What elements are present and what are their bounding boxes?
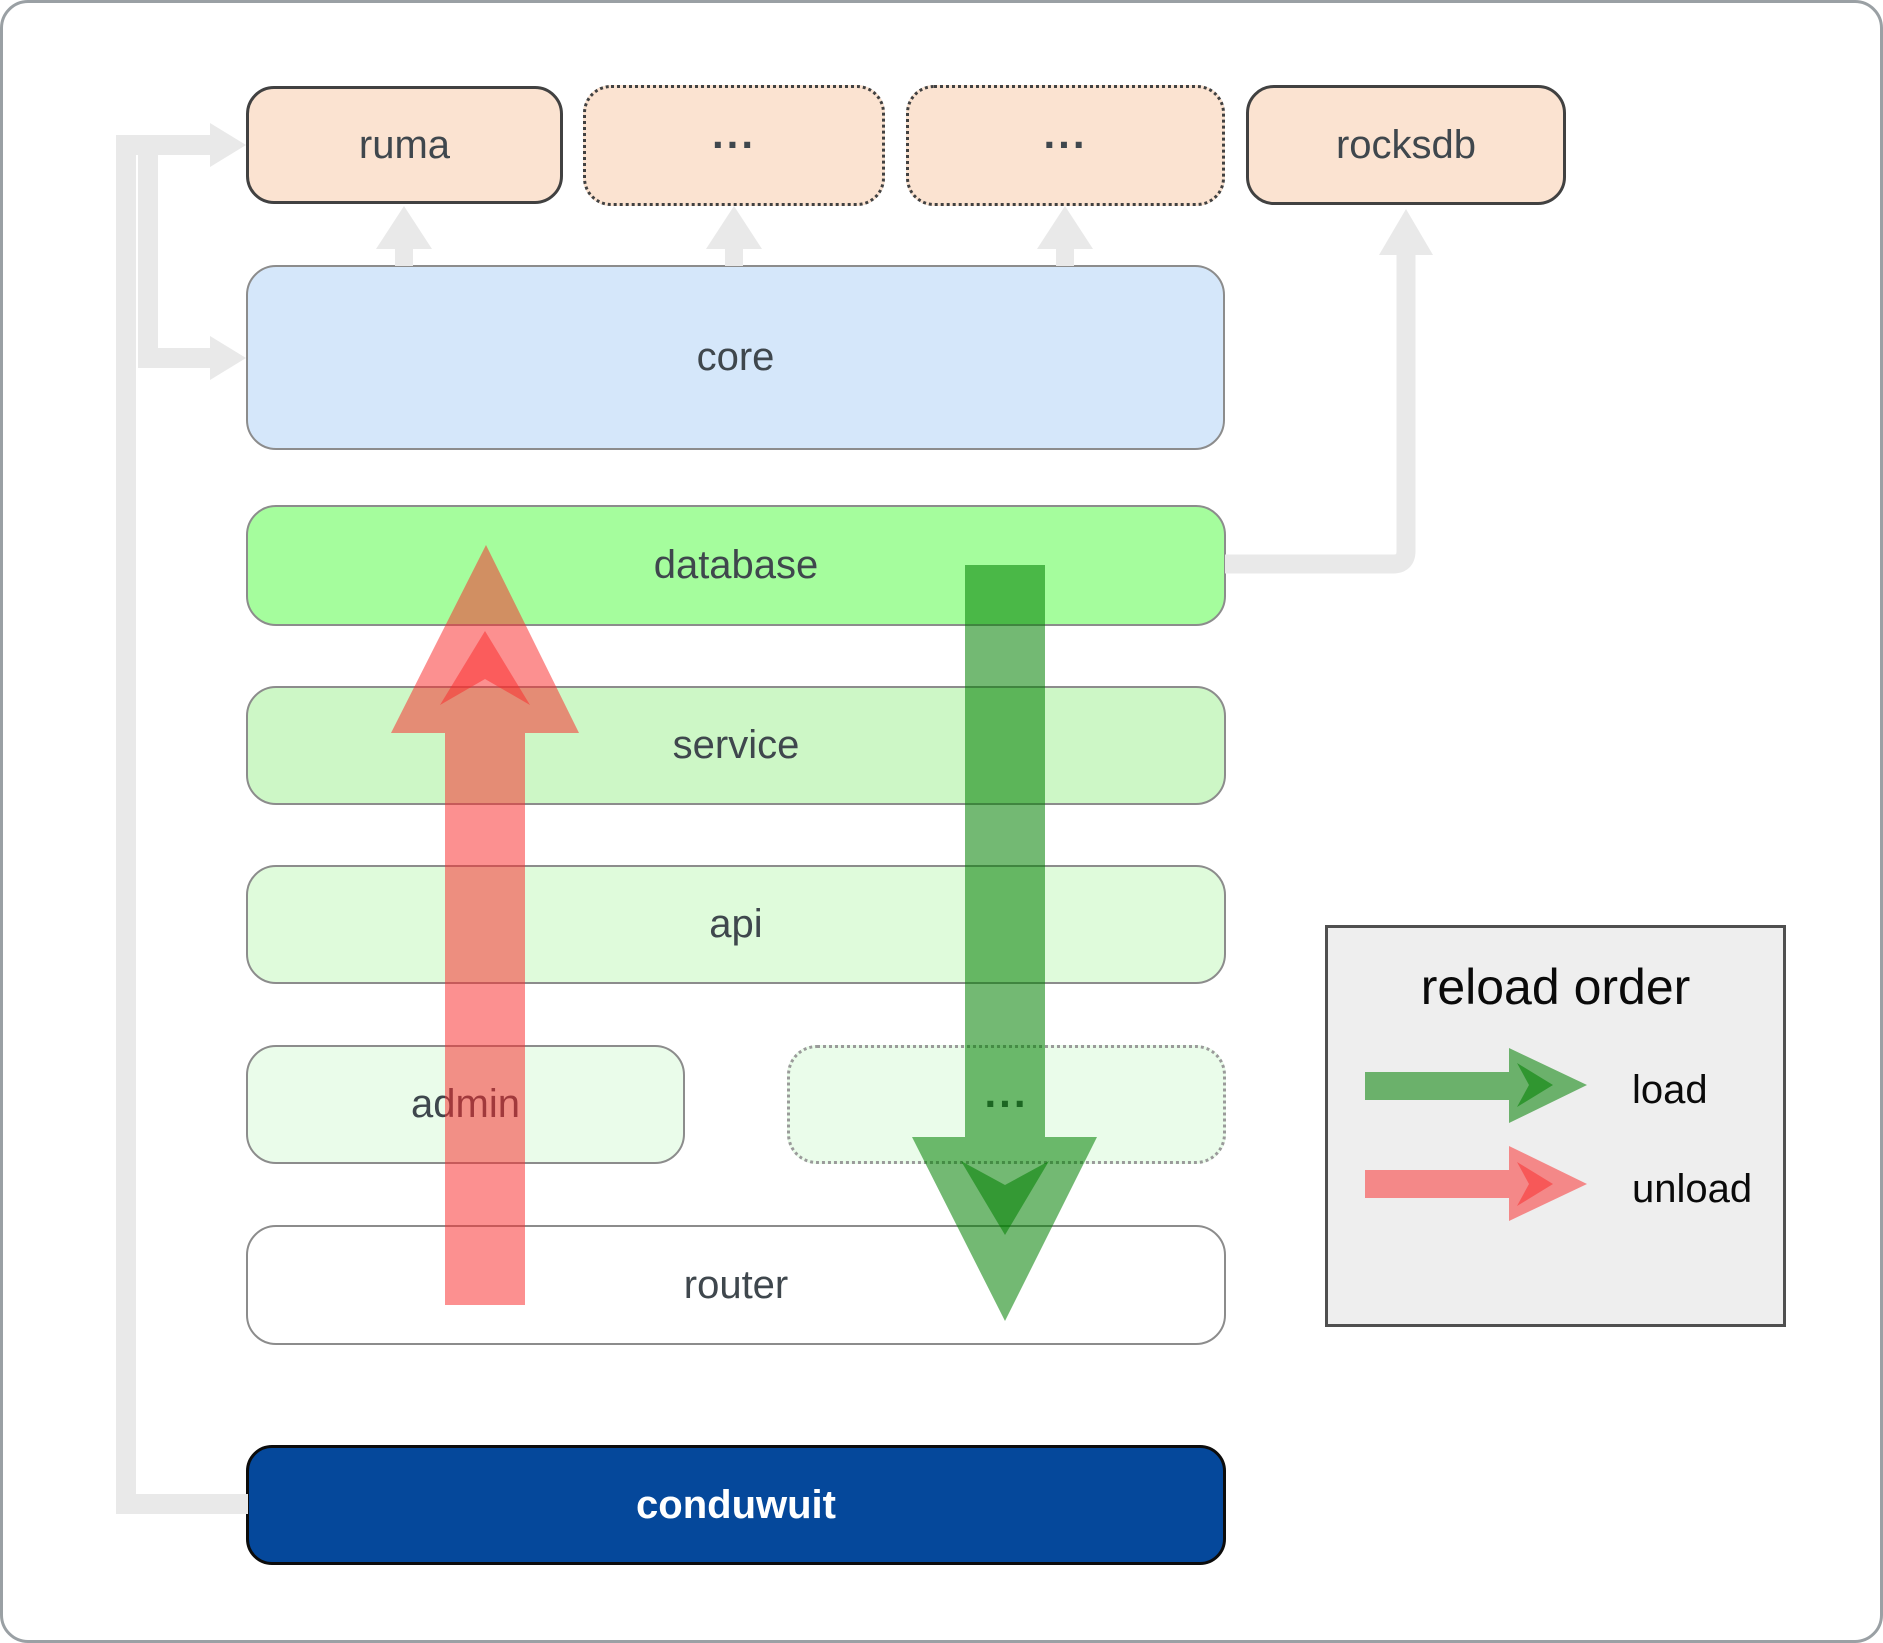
legend-unload-label: unload: [1632, 1167, 1753, 1211]
box-crate-placeholder-1-label: ...: [711, 109, 756, 157]
box-database-label: database: [653, 543, 819, 587]
legend-load-label: load: [1632, 1068, 1708, 1112]
load-arrow-inner-marker-icon: [961, 1161, 1049, 1235]
connector-ruma-arrowhead-icon: [210, 123, 246, 167]
box-core: core: [246, 265, 1225, 450]
connector-core-to-crate1-stub: [706, 206, 762, 266]
legend-title: reload order: [1420, 959, 1691, 1015]
box-router-label: router: [683, 1262, 789, 1307]
connector-core-to-ruma-stub: [376, 206, 432, 266]
box-service-label: service: [672, 723, 800, 767]
box-ruma: ruma: [246, 86, 563, 204]
box-crate-placeholder-2: ...: [906, 85, 1225, 206]
connector-conduwuit-to-ruma: [116, 135, 248, 1514]
box-conduwuit: conduwuit: [246, 1445, 1226, 1565]
box-api-label: api: [709, 902, 763, 946]
box-rocksdb: rocksdb: [1246, 85, 1566, 205]
arrows-overlay: [116, 123, 1587, 1514]
box-core-label: core: [696, 335, 775, 379]
box-admin-sibling-placeholder: ...: [787, 1045, 1226, 1164]
box-api: api: [246, 865, 1226, 984]
box-admin: admin: [246, 1045, 685, 1164]
connector-rocksdb-arrowhead-icon: [1379, 209, 1433, 255]
box-router: router: [246, 1225, 1226, 1345]
box-database: database: [246, 505, 1226, 626]
stub-arrowhead-icon: [1037, 206, 1093, 249]
connector-core-to-crate2-stub: [1037, 206, 1093, 266]
box-crate-placeholder-2-label: ...: [1043, 109, 1088, 157]
box-admin-label: admin: [411, 1082, 520, 1126]
connector-branch-to-core: [138, 153, 210, 368]
box-admin-sibling-label: ...: [984, 1068, 1029, 1116]
connector-core-arrowhead-icon: [210, 336, 246, 380]
connector-database-to-rocksdb: [1225, 253, 1416, 574]
box-ruma-label: ruma: [358, 122, 451, 167]
box-conduwuit-label: conduwuit: [636, 1482, 836, 1527]
box-rocksdb-label: rocksdb: [1335, 122, 1477, 167]
legend-panel: reload order load unload: [1325, 925, 1786, 1327]
stub-arrowhead-icon: [376, 206, 432, 249]
box-service: service: [246, 686, 1226, 805]
stub-arrowhead-icon: [706, 206, 762, 249]
box-crate-placeholder-1: ...: [583, 85, 885, 206]
